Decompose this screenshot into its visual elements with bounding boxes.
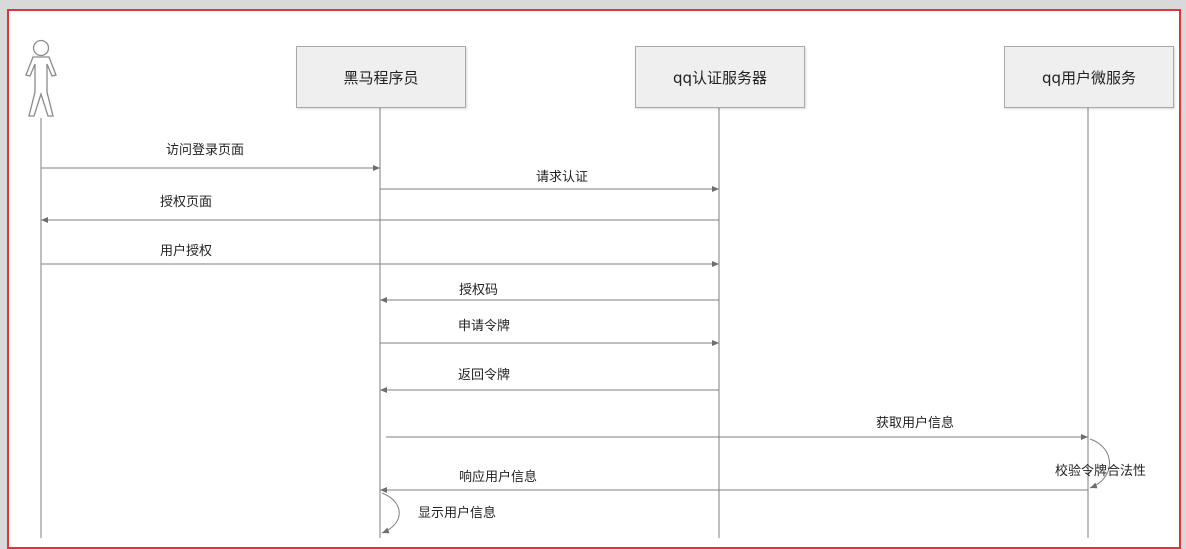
- diagram-frame: [7, 9, 1181, 549]
- label-get-user-info: 获取用户信息: [876, 416, 955, 431]
- participant-user-service-label: qq用户微服务: [1041, 68, 1137, 87]
- label-auth-code: 授权码: [459, 283, 499, 298]
- label-verify-token: 校验令牌合法性: [1055, 464, 1147, 479]
- label-visit-login: 访问登录页面: [166, 143, 245, 158]
- participant-developer: 黑马程序员: [296, 46, 466, 108]
- arrow-show-user-info-self: [381, 492, 400, 534]
- label-show-user-info: 显示用户信息: [418, 506, 497, 521]
- sequence-diagram-lines: [25, 39, 1110, 538]
- label-respond-user-info: 响应用户信息: [459, 470, 538, 485]
- label-user-grant: 用户授权: [160, 244, 213, 259]
- label-return-token: 返回令牌: [458, 368, 511, 383]
- participant-developer-label: 黑马程序员: [343, 68, 419, 87]
- actor-icon: [25, 39, 57, 117]
- participant-user-service: qq用户微服务: [1004, 46, 1174, 108]
- arrow-verify-token-self: [1089, 438, 1110, 489]
- label-request-auth: 请求认证: [536, 170, 589, 185]
- label-auth-page: 授权页面: [160, 195, 213, 210]
- participant-auth-server-label: qq认证服务器: [672, 68, 768, 87]
- label-apply-token: 申请令牌: [458, 319, 511, 334]
- participant-auth-server: qq认证服务器: [635, 46, 805, 108]
